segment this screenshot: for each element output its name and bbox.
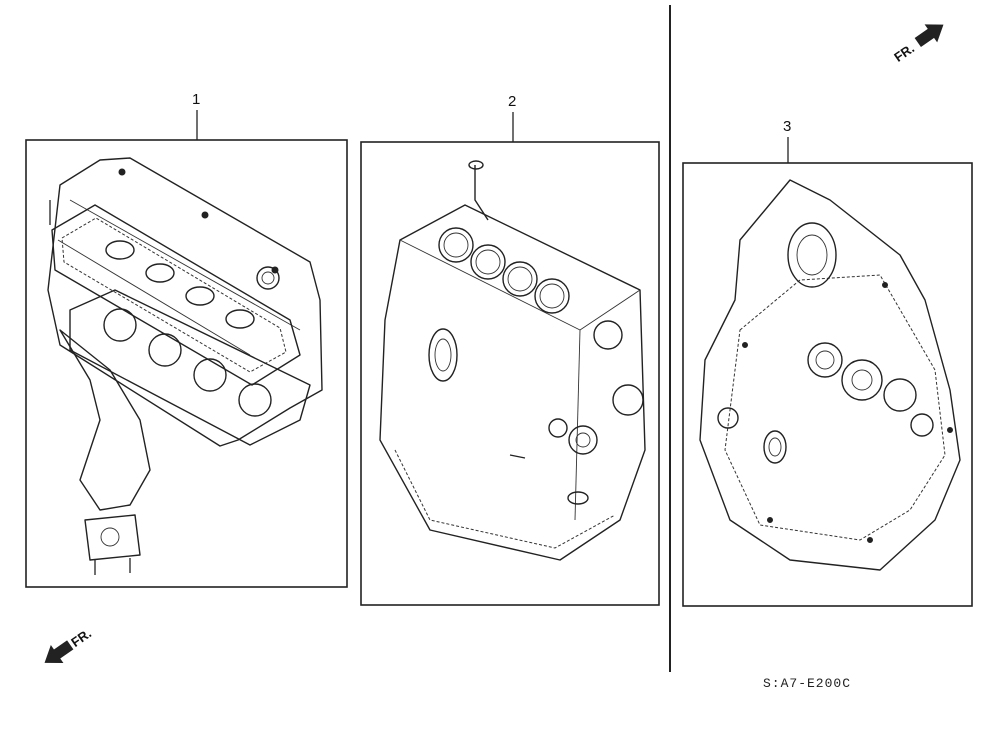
front-arrow-icon: [914, 24, 944, 48]
item-1-group: 1: [25, 91, 348, 588]
fr-label-top-right: FR.: [891, 41, 917, 65]
frame-1: [25, 139, 348, 588]
frame-3: [682, 162, 973, 607]
fr-arrow-bottom-left: FR.: [44, 626, 94, 663]
transmission-gasket-kit-illustration: [699, 179, 961, 571]
front-arrow-icon-left: [44, 640, 74, 663]
engine-block-gasket-kit-illustration: [379, 160, 646, 561]
fr-label-bottom-left: FR.: [68, 626, 94, 650]
item-2-group: 2: [360, 93, 660, 606]
callout-2: 2: [508, 93, 516, 110]
frame-2: [360, 141, 660, 606]
callout-3: 3: [783, 118, 791, 135]
cylinder-head-gasket-kit-illustration: [47, 157, 323, 575]
fr-arrow-top-right: FR.: [891, 24, 944, 65]
diagram-code: S:A7-E200C: [763, 676, 851, 691]
callout-1: 1: [192, 91, 200, 108]
item-3-group: 3: [682, 118, 973, 607]
